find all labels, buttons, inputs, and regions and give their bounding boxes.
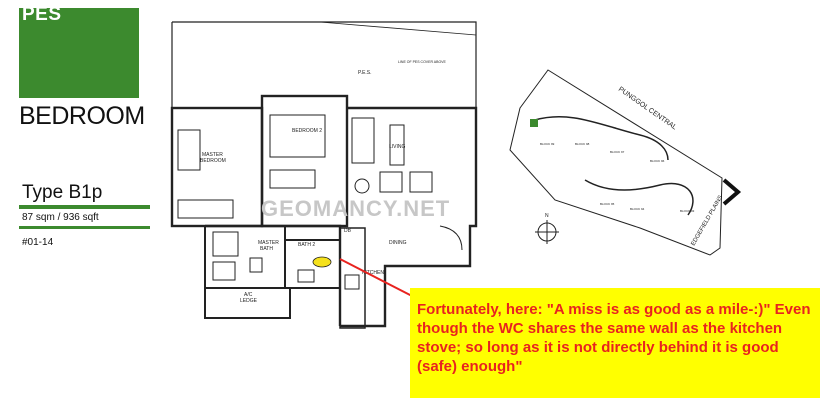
wc-highlight bbox=[312, 256, 332, 268]
master-bath-wall bbox=[204, 225, 286, 289]
block-label: BLOCK 97 bbox=[610, 150, 625, 154]
badge-bedroom-box: BEDROOM bbox=[19, 98, 145, 135]
green-rule-top bbox=[19, 205, 150, 209]
chevron-right-icon bbox=[722, 178, 742, 206]
block-label: BLOCK 95 bbox=[600, 202, 615, 206]
block-label: BLOCK 99 bbox=[540, 142, 555, 146]
north-arrow-icon bbox=[535, 220, 559, 244]
block-label: BLOCK 98 bbox=[575, 142, 590, 146]
badge-number: 2 bbox=[779, 9, 825, 98]
bedroom2-text: BEDROOM 2 bbox=[292, 128, 322, 134]
ac-ledge-wall bbox=[204, 287, 291, 319]
badge-bedroom-label: BEDROOM bbox=[19, 102, 145, 130]
watermark: GEOMANCY.NET bbox=[261, 196, 451, 221]
green-rule-bottom bbox=[19, 226, 150, 229]
kitchen-counter bbox=[339, 227, 366, 329]
badge-pes-label: PES bbox=[22, 4, 62, 25]
annotation-text: Fortunately, here: "A miss is as good as… bbox=[417, 301, 811, 375]
master-bath-text-1: MASTER bbox=[258, 240, 279, 246]
annotation-note: Fortunately, here: "A miss is as good as… bbox=[410, 288, 820, 398]
block-label: BLOCK 93 bbox=[680, 209, 695, 213]
db-text: DB bbox=[344, 228, 352, 234]
master-bedroom-wall bbox=[170, 106, 264, 228]
master-bedroom-text-1: MASTER bbox=[202, 152, 223, 158]
kitchen-text: KITCHEN bbox=[362, 270, 384, 276]
living-text: LIVING bbox=[389, 144, 406, 150]
dining-text: DINING bbox=[389, 240, 407, 246]
north-label: N bbox=[545, 213, 549, 219]
highlight-block bbox=[530, 119, 538, 127]
road-punggol-central: PUNGGOL CENTRAL bbox=[617, 86, 678, 132]
pes-text: P.E.S. bbox=[358, 70, 372, 76]
block-label: BLOCK 94 bbox=[630, 207, 645, 211]
pes-cover-text: LINE OF PES COVER ABOVE bbox=[398, 60, 447, 64]
unit-number: #01-14 bbox=[22, 237, 54, 248]
living-wall bbox=[340, 106, 478, 328]
road-edgefield-plains: EDGEFIELD PLAINS bbox=[691, 195, 725, 247]
block-label: BLOCK 96 bbox=[650, 159, 665, 163]
master-bath-text-2: BATH bbox=[260, 246, 273, 252]
pes-outline bbox=[171, 21, 477, 115]
ac-ledge-text-1: A/C bbox=[244, 292, 253, 298]
site-boundary bbox=[509, 69, 723, 256]
bath2-text: BATH 2 bbox=[298, 242, 315, 248]
pointer-arrow bbox=[339, 258, 413, 297]
unit-area: 87 sqm / 936 sqft bbox=[22, 212, 99, 223]
unit-type: Type B1p bbox=[22, 182, 103, 203]
ac-ledge-text-2: LEDGE bbox=[240, 298, 258, 304]
master-bedroom-text-2: BEDROOM bbox=[200, 158, 226, 164]
